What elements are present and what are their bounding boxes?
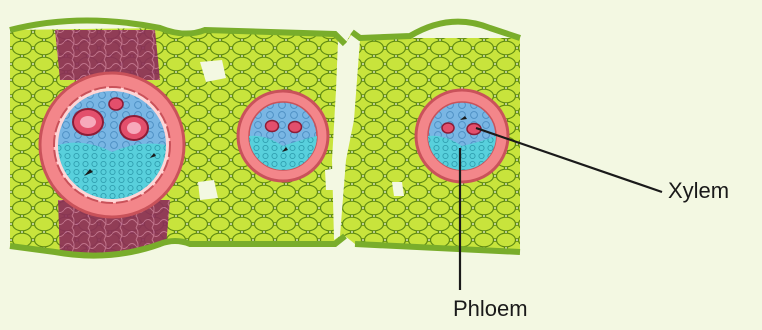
xylem-label: Xylem [668,178,729,204]
lateral-bundle-right [416,90,508,182]
phloem-label: Phloem [453,296,528,322]
lateral-bundle-middle [238,91,328,181]
midrib-bundle [40,73,184,217]
